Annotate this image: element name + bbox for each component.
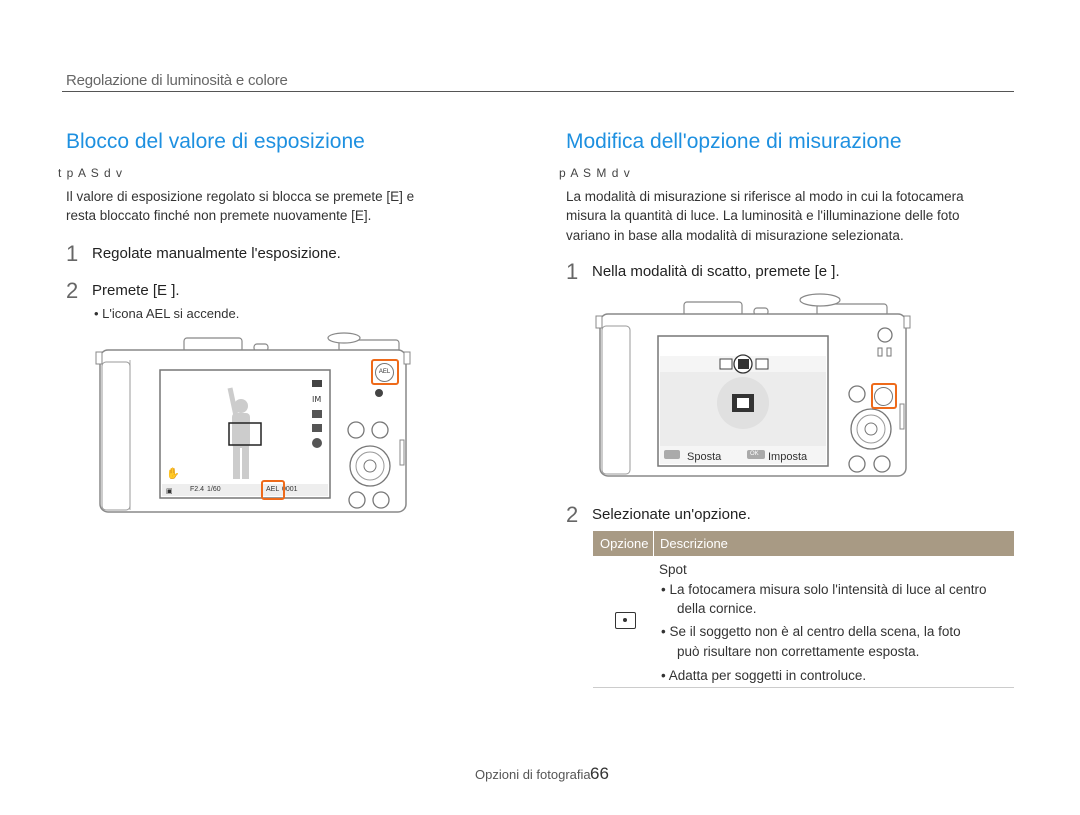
camera-body-left-svg: IM ✋ ▣	[95, 332, 411, 513]
ael-lcd-highlight	[261, 480, 285, 500]
camera-illustration-left: IM ✋ ▣	[94, 330, 414, 515]
table-bottom-rule	[593, 687, 1014, 688]
spot-desc-bullet1-line2: della cornice.	[677, 601, 757, 616]
lcd-move-label: Sposta	[687, 451, 722, 463]
page-number: 66	[590, 764, 609, 783]
ael-button-highlight	[371, 359, 399, 385]
lcd-shot-count: 0001	[282, 486, 298, 493]
camera-illustration-right	[592, 290, 914, 480]
right-paragraph-line3: variano in base alla modalità di misuraz…	[566, 228, 904, 243]
left-step1-number: 1	[66, 241, 79, 266]
right-mode-icons: p A S M d v	[559, 166, 631, 180]
left-bullet-ael: • L'icona AEL si accende.	[94, 306, 240, 321]
spot-metering-icon	[615, 612, 636, 629]
svg-text:✋: ✋	[166, 467, 180, 480]
left-paragraph-line2: resta bloccato finché non premete nuovam…	[66, 208, 372, 223]
column-header-description: Descrizione	[660, 536, 728, 551]
right-step1-number: 1	[566, 259, 579, 284]
lcd-shutter: 1/60	[207, 486, 221, 493]
left-mode-icons: t p A S d v	[58, 166, 124, 180]
right-step2-text: Selezionate un'opzione.	[592, 506, 751, 523]
header-rule	[62, 91, 1014, 92]
camera-body-right-svg	[595, 293, 911, 477]
right-section-title: Modifica dell'opzione di misurazione	[566, 130, 902, 153]
left-step1-text: Regolate manualmente l'esposizione.	[92, 245, 341, 262]
svg-text:IM: IM	[312, 395, 321, 404]
left-step2-text: Premete [E ].	[92, 282, 180, 299]
spot-desc-bullet2-line2: può risultare non correttamente esposta.	[677, 644, 920, 659]
column-header-option: Opzione	[600, 536, 649, 551]
section-header: Regolazione di luminosità e colore	[66, 72, 288, 89]
lcd-ael-indicator: AEL	[266, 486, 280, 493]
metering-button-highlight	[871, 383, 897, 409]
spot-desc-bullet3: • Adatta per soggetti in controluce.	[661, 668, 867, 683]
left-step2-number: 2	[66, 278, 79, 303]
ael-button-icon: AEL	[375, 363, 394, 382]
header-divider	[653, 531, 654, 556]
spot-desc-bullet1-line1: • La fotocamera misura solo l'intensità …	[661, 582, 987, 597]
right-step1-text: Nella modalità di scatto, premete [e ].	[592, 263, 840, 280]
metering-button-icon	[874, 387, 893, 406]
option-name-spot: Spot	[659, 562, 687, 577]
left-paragraph-line1: Il valore di esposizione regolato si blo…	[66, 189, 415, 204]
right-paragraph-line2: misura la quantità di luce. La luminosit…	[566, 208, 960, 223]
right-step2-number: 2	[566, 502, 579, 527]
lcd-aperture: F2.4	[190, 486, 205, 493]
spot-desc-bullet2-line1: • Se il soggetto non è al centro della s…	[661, 624, 961, 639]
options-table-header: Opzione Descrizione	[593, 531, 1014, 556]
right-paragraph-line1: La modalità di misurazione si riferisce …	[566, 189, 964, 204]
svg-text:▣: ▣	[166, 487, 173, 495]
footer-chapter-label: Opzioni di fotografia	[475, 767, 591, 782]
left-section-title: Blocco del valore di esposizione	[66, 130, 365, 153]
lcd-set-label: Imposta	[768, 451, 808, 463]
lcd-ok-key: OK	[750, 451, 759, 457]
